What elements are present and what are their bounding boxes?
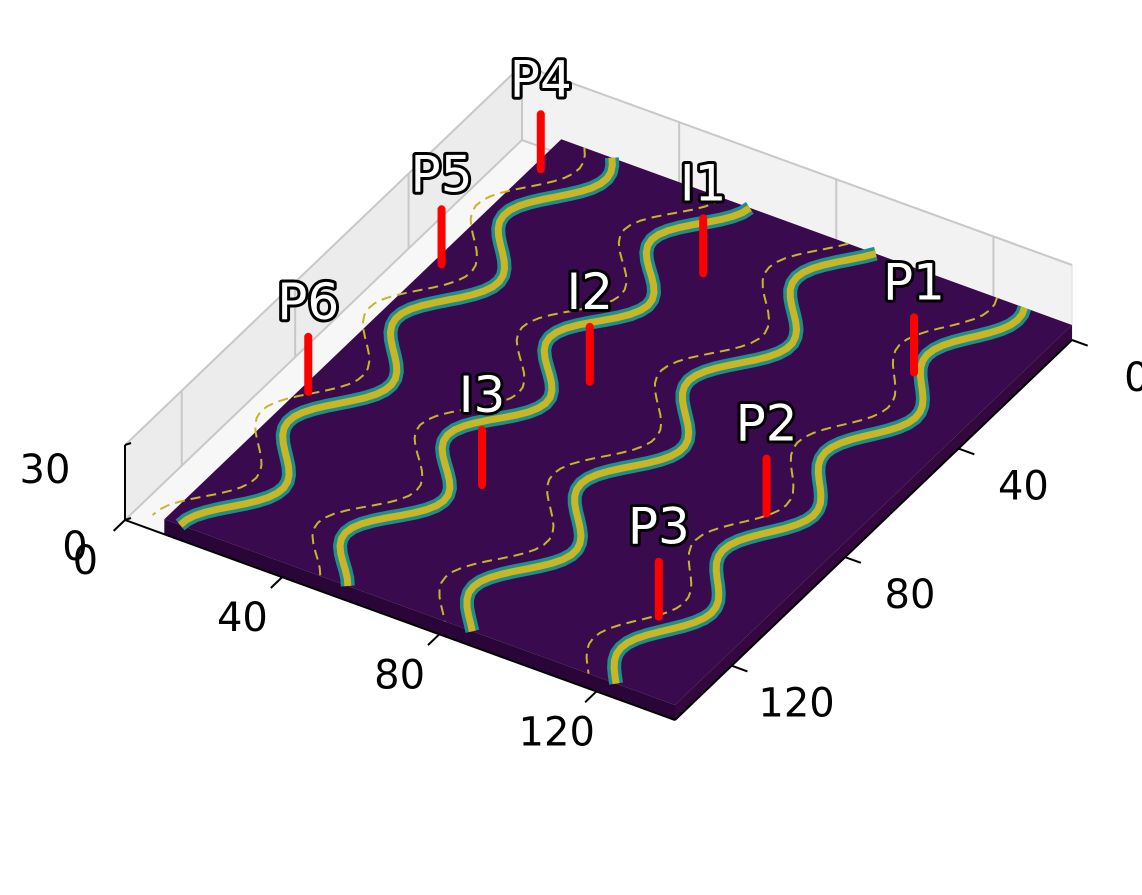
x-tick-label: 0 [73,538,98,584]
levee-2 [311,197,723,577]
y-tick-mark [958,447,975,456]
slab-top-face [164,139,1073,706]
well-label-P2: P2 [736,395,798,453]
x-axis-line [124,519,676,721]
x-tick-mark [112,519,126,532]
y-tick-mark [731,664,748,673]
well-label-I1: I1 [680,154,727,212]
y-tick-mark [1071,339,1089,347]
well-label-P3: P3 [628,498,690,556]
reservoir-slab [164,139,1073,720]
slab-right-face [675,325,1072,720]
x-tick-label: 40 [217,595,268,641]
well-label-I3: I3 [459,366,506,424]
well-label-P4: P4 [510,50,572,108]
y-tick-label: 40 [998,463,1049,509]
well-label-P5: P5 [411,145,473,203]
x-tick-label: 80 [374,652,425,698]
levee-1 [151,147,586,516]
well-label-P1: P1 [883,253,945,311]
slab-front-face [164,519,676,720]
channel-1 [177,157,616,528]
y-axis-line [674,339,1073,721]
channel-3 [463,250,877,633]
y-tick-label: 0 [1124,355,1142,401]
axes [112,339,1089,721]
x-tick-mark [584,690,598,704]
levee-4 [585,297,998,674]
well-label-P6: P6 [277,273,339,331]
levee-3 [438,242,849,622]
z-tick-mark [124,442,132,446]
z-tick-label: 30 [20,447,71,493]
x-tick-mark [427,633,440,646]
z-tick-mark [124,517,132,521]
y-tick-label: 120 [758,681,834,727]
channel-facies [151,147,1032,685]
z-tick-label: 0 [62,524,87,570]
x-tick-mark [270,576,283,589]
x-tick-label: 120 [519,709,595,755]
y-tick-label: 80 [885,572,936,618]
channel-2 [336,204,752,587]
y-tick-mark [844,556,862,564]
channel-4 [610,306,1028,685]
well-label-I2: I2 [566,263,613,321]
grid-line [124,63,1073,446]
